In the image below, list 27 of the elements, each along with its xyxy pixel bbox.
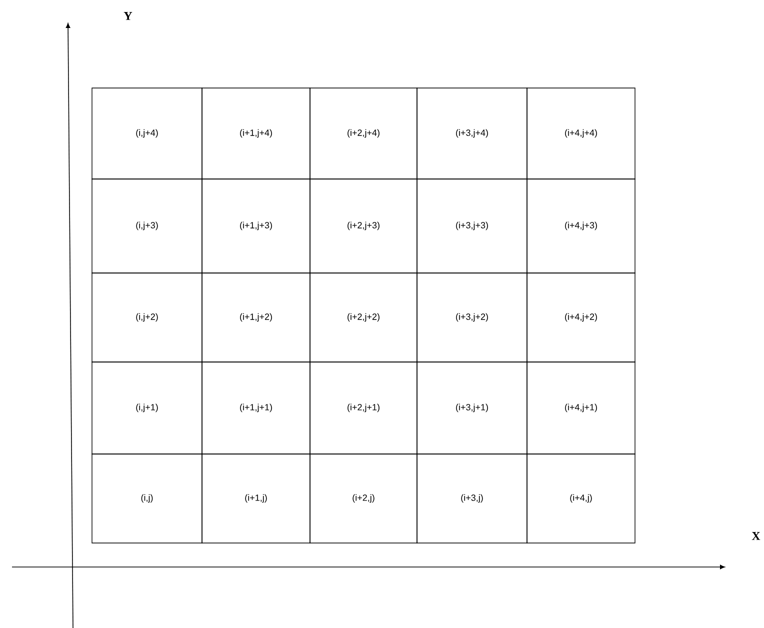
grid-cell: (i+2,j+1) (310, 362, 418, 454)
grid-cell: (i+2,j+2) (310, 272, 418, 362)
grid-cell: (i+4,j+1) (526, 362, 636, 454)
grid-cell: (i+1,j+3) (202, 178, 310, 274)
grid-cell: (i+2,j) (310, 454, 418, 544)
grid-cell: (i+3,j+1) (416, 362, 528, 454)
grid-cell: (i+3,j+3) (416, 178, 528, 274)
grid-cell: (i+1,j+1) (202, 362, 310, 454)
axis-label: X (752, 532, 760, 540)
grid-cell: (i+3,j+4) (416, 88, 528, 180)
grid-cell: (i,j+3) (92, 178, 202, 274)
grid-cell: (i+1,j) (202, 454, 310, 544)
grid-cell: (i+2,j+4) (310, 88, 418, 180)
grid-cell: (i,j) (92, 454, 202, 544)
grid-cell: (i,j+2) (92, 272, 202, 362)
grid-cell: (i+2,j+3) (310, 178, 418, 274)
grid-cell: (i+3,j) (416, 454, 528, 544)
grid-cell: (i+4,j) (526, 454, 636, 544)
axis-label: Y (124, 12, 132, 20)
grid-cell: (i,j+1) (92, 362, 202, 454)
grid-cell: (i+1,j+2) (202, 272, 310, 362)
grid-cell: (i,j+4) (92, 88, 202, 180)
grid-cell: (i+4,j+4) (526, 88, 636, 180)
grid-cell: (i+4,j+3) (526, 178, 636, 274)
grid-cell: (i+1,j+4) (202, 88, 310, 180)
grid-cell: (i+4,j+2) (526, 272, 636, 362)
grid-cell: (i+3,j+2) (416, 272, 528, 362)
